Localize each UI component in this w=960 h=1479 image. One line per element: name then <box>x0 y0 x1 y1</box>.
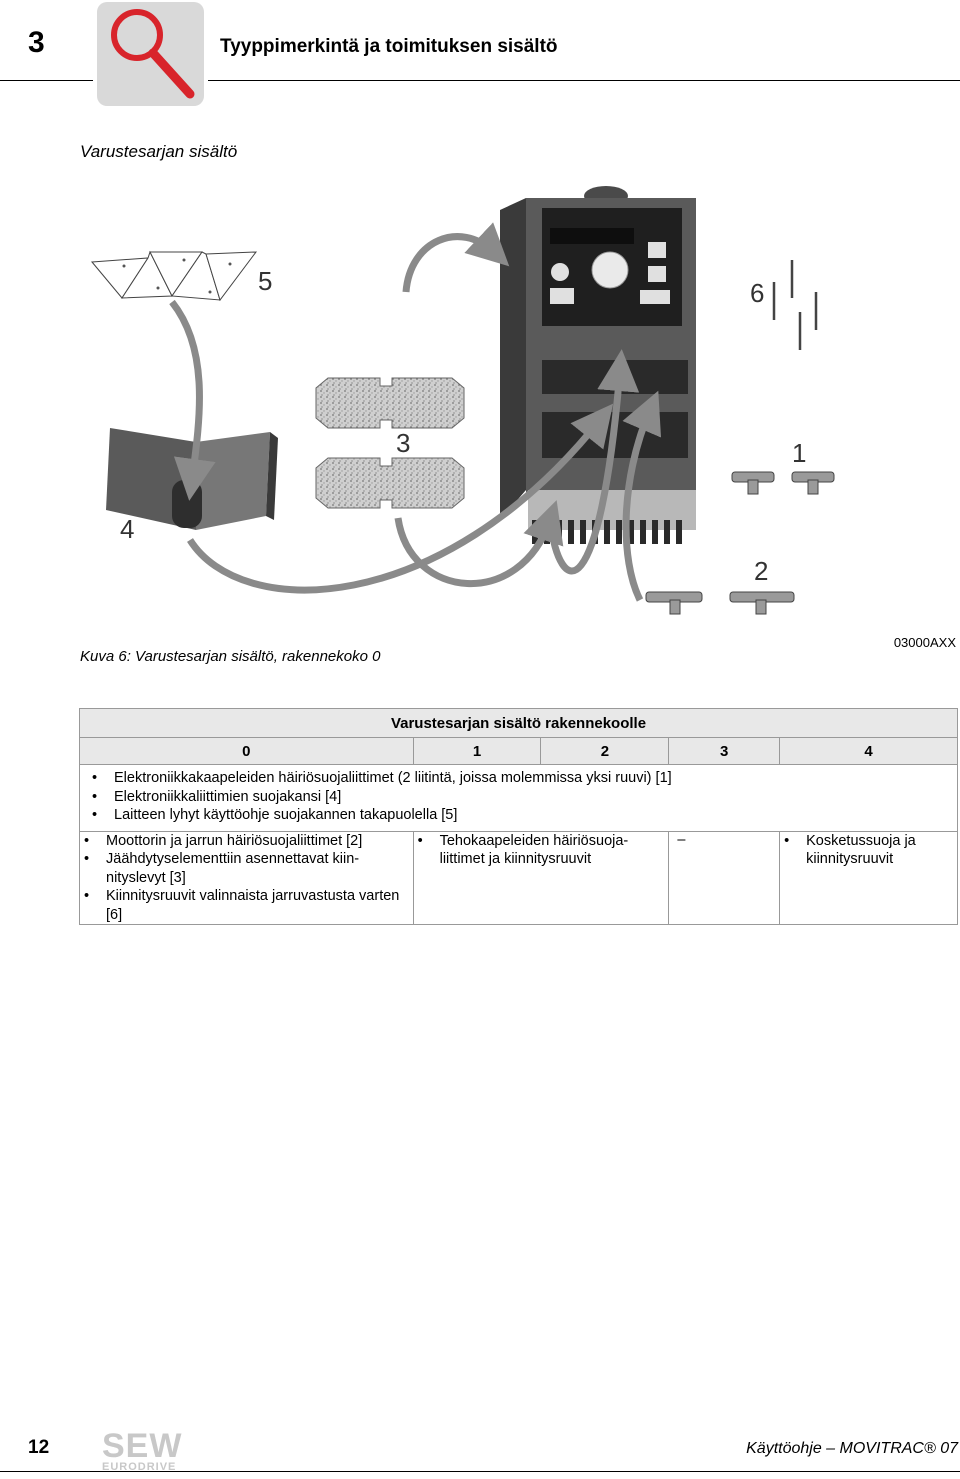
size-header-row: 0 1 2 3 4 <box>79 737 958 765</box>
size-2-header: 2 <box>540 737 670 765</box>
electronics-shield-clamps <box>731 471 835 495</box>
footer-rule <box>0 1471 960 1472</box>
callout-4: 4 <box>120 514 134 544</box>
size-1-header: 1 <box>412 737 542 765</box>
kit-contents-table: Varustesarjan sisältö rakennekoolle 0 1 … <box>79 708 958 925</box>
size-3-cell: – <box>668 830 781 925</box>
figure-code: 03000AXX <box>893 635 956 650</box>
callout-2: 2 <box>754 556 768 586</box>
heatsink-mounting-plates <box>315 377 465 509</box>
list-item: Elektroniikkaliittimien suojakansi [4] <box>88 788 949 807</box>
figure-caption: Kuva 6: Varustesarjan sisältö, rakenneko… <box>80 648 381 665</box>
header-rule-right <box>208 80 960 81</box>
frequency-inverter-unit <box>500 186 696 544</box>
header-rule-left <box>0 80 93 81</box>
callout-5: 5 <box>258 266 272 296</box>
brand-sub: EURODRIVE <box>102 1461 177 1473</box>
list-item: Jäähdytyselementtiin asennettavat kiin-n… <box>80 850 413 887</box>
list-item: Elektroniikkakaapeleiden häiriösuojaliit… <box>88 769 949 788</box>
document-title: Käyttöohje – MOVITRAC® 07 <box>746 1440 958 1457</box>
size-3-header: 3 <box>668 737 781 765</box>
list-item: Kosketussuoja ja kiinnitysruuvit <box>780 832 957 869</box>
list-item: Kiinnitysruuvit valinnaista jarruvastust… <box>80 887 413 924</box>
common-items-row: Elektroniikkakaapeleiden häiriösuojaliit… <box>79 764 958 832</box>
chapter-title: Tyyppimerkintä ja toimituksen sisältö <box>220 36 558 57</box>
magnifier-icon <box>111 9 195 99</box>
size-0-cell: Moottorin ja jarrun häiriösuojaliittimet… <box>79 830 414 925</box>
short-manual-leaflet <box>90 250 258 302</box>
chapter-icon-box <box>97 2 204 106</box>
kit-contents-figure: 5 6 3 1 4 2 <box>90 186 835 615</box>
list-item: Laitteen lyhyt käyttöohje suojakannen ta… <box>88 806 949 825</box>
common-items-cell: Elektroniikkakaapeleiden häiriösuojaliit… <box>79 764 958 832</box>
callout-1: 1 <box>792 438 806 468</box>
size-1-2-cell: Tehokaapeleiden häiriösuoja-liittimet ja… <box>412 830 670 925</box>
section-title: Varustesarjan sisältö <box>80 142 238 161</box>
table-title: Varustesarjan sisältö rakennekoolle <box>79 708 958 738</box>
callout-6: 6 <box>750 278 764 308</box>
page-number: 12 <box>28 1437 50 1458</box>
callout-3: 3 <box>396 428 410 458</box>
list-item: Tehokaapeleiden häiriösuoja-liittimet ja… <box>414 832 669 869</box>
assembly-arrows <box>169 222 662 602</box>
chapter-number: 3 <box>28 26 45 59</box>
brand-main: SEW <box>102 1427 183 1465</box>
size-4-header: 4 <box>779 737 958 765</box>
size-0-header: 0 <box>79 737 414 765</box>
motor-brake-shield-clamps <box>645 591 795 615</box>
sew-eurodrive-logo: SEW EURODRIVE <box>102 1427 183 1474</box>
list-item: Moottorin ja jarrun häiriösuojaliittimet… <box>80 832 413 851</box>
size-specific-row: Moottorin ja jarrun häiriösuojaliittimet… <box>79 830 958 925</box>
brake-resistor-screws <box>772 260 818 350</box>
size-4-cell: Kosketussuoja ja kiinnitysruuvit <box>779 830 958 925</box>
